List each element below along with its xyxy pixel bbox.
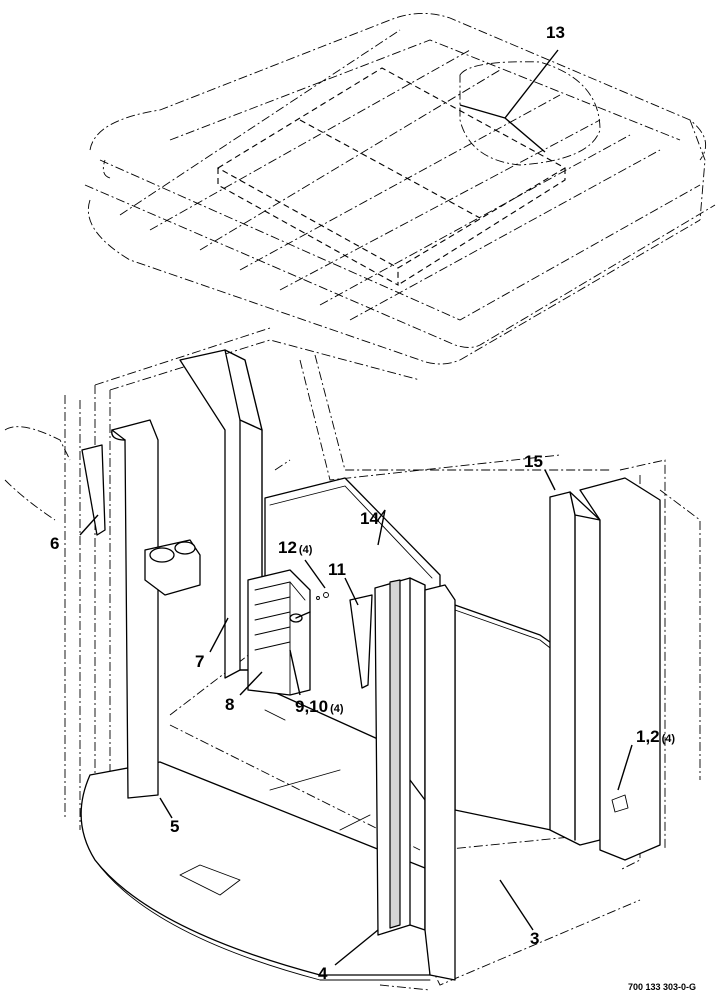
callout-3: 3 [530, 929, 539, 948]
floor-plate [80, 709, 431, 981]
front-post-part-4 [374, 577, 456, 981]
fasteners-part-12 [316, 592, 329, 600]
post-part-5 [111, 419, 201, 799]
trim-part-6 [81, 444, 106, 536]
callout-7: 7 [195, 652, 204, 671]
leader-lines [79, 49, 633, 966]
rear-post-part-15 [549, 477, 661, 861]
console-part-8 [247, 569, 311, 696]
callout-14: 13 [546, 23, 565, 42]
callout-1-2: 1,2(4) [636, 727, 675, 746]
roof-phantom-outline [84, 13, 716, 365]
callout-11: 11 [328, 560, 346, 579]
callout-13: 14 [360, 509, 379, 528]
roof-block-part-14 [216, 67, 567, 286]
fasteners-part-9-10 [289, 611, 311, 623]
callout-labels: 13 15 14 12(4) 11 6 7 8 9,10(4) 1,2(4) 5… [50, 23, 696, 992]
trim-part-11 [349, 594, 373, 689]
callout-12: 12(4) [278, 538, 313, 557]
callout-15: 15 [524, 452, 543, 471]
drawing-id: 700 133 303-0-G [628, 982, 696, 992]
callout-4: 4 [318, 964, 328, 983]
cab-frame-phantom-outline [4, 327, 701, 991]
callout-6: 6 [50, 534, 59, 553]
callout-5: 5 [170, 817, 179, 836]
callout-9-10: 9,10(4) [295, 697, 344, 716]
callout-8: 8 [225, 695, 234, 714]
